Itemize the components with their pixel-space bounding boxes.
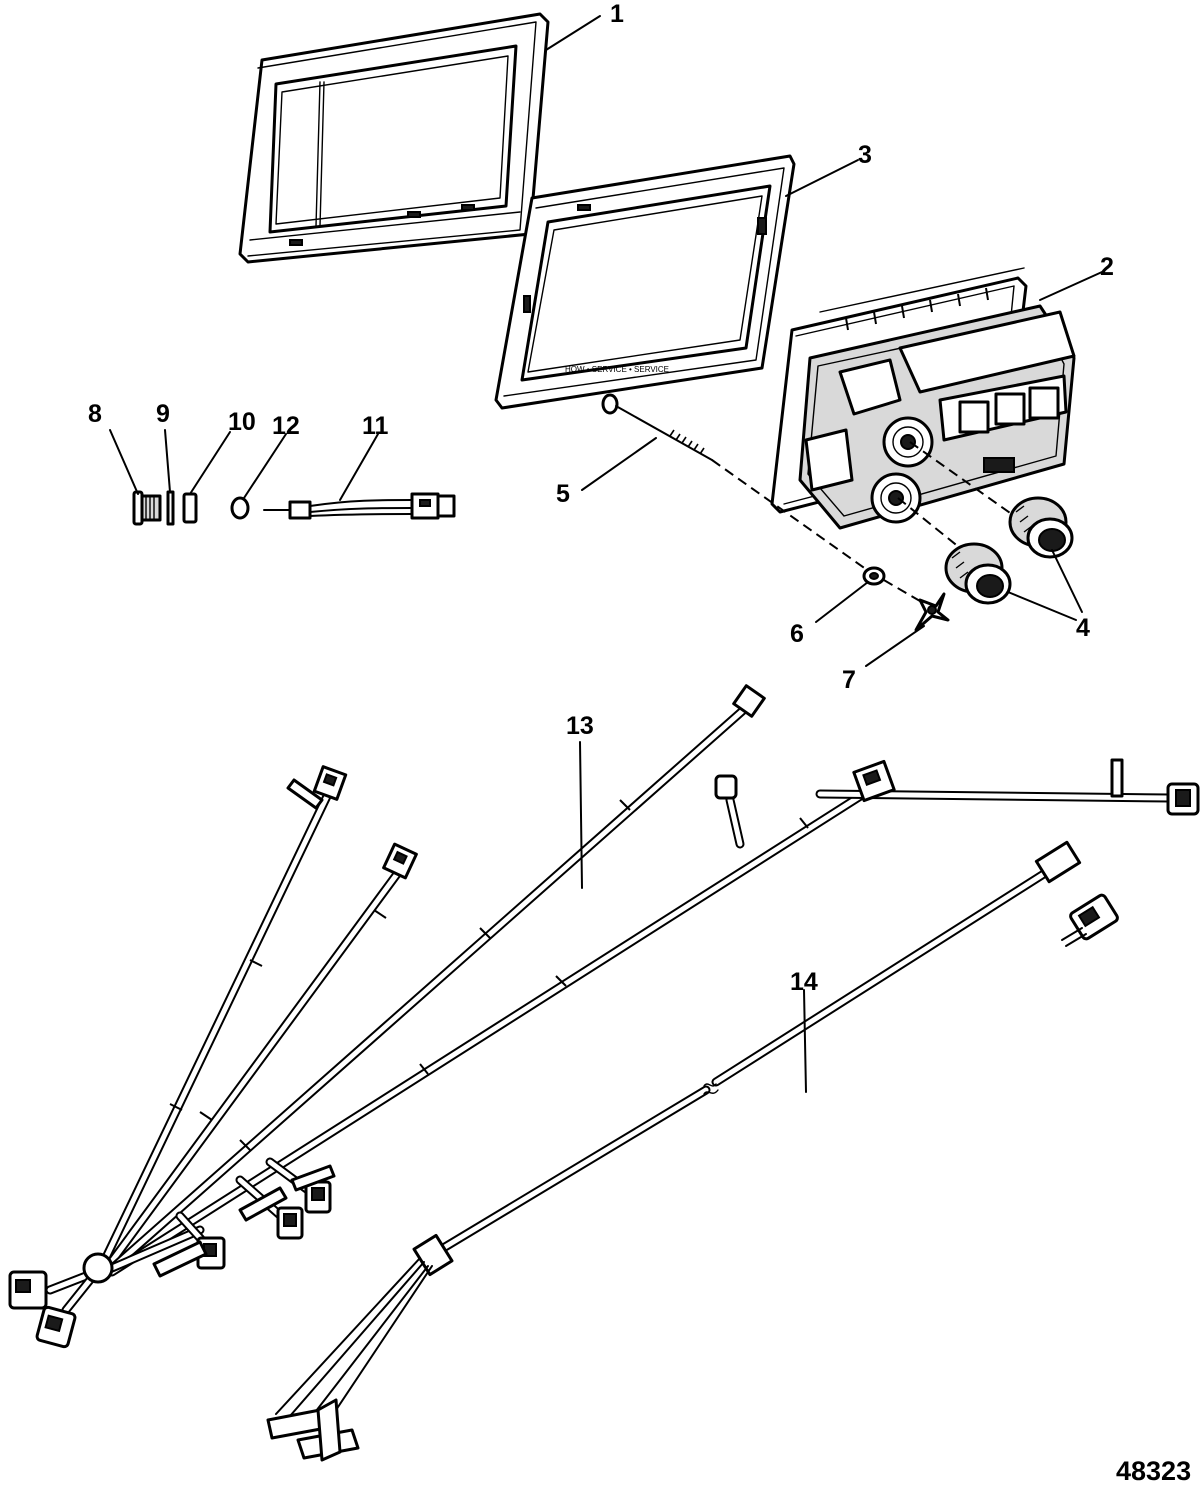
callout-12: 12: [272, 412, 300, 440]
part-10-nut: [182, 492, 198, 524]
callout-13: 13: [566, 712, 594, 740]
leader-lines: [109, 15, 1103, 1093]
callout-4: 4: [1076, 614, 1090, 642]
callout-6: 6: [790, 620, 804, 648]
callout-14: 14: [790, 968, 818, 996]
part-14-secondary-harness: [266, 840, 1119, 1462]
part-1-bezel: [238, 12, 550, 264]
callout-1: 1: [610, 0, 624, 28]
callout-3: 3: [858, 141, 872, 169]
part-9-washer: [166, 490, 175, 526]
callout-10: 10: [228, 408, 256, 436]
callout-5: 5: [556, 480, 570, 508]
part-7-wing-nut: [914, 592, 950, 632]
callout-9: 9: [156, 400, 170, 428]
part-5-stud: [601, 393, 713, 461]
part-11-sensor-lead: [263, 492, 456, 520]
svg-text:HOW • SERVICE • SERVICE: HOW • SERVICE • SERVICE: [565, 365, 669, 374]
drawing-number: 48323: [1116, 1456, 1191, 1486]
callout-11: 11: [362, 412, 389, 440]
part-8-plug: [132, 490, 162, 526]
callout-7: 7: [842, 666, 856, 694]
callout-2: 2: [1100, 253, 1114, 281]
part-2-display-housing: [770, 267, 1076, 530]
callout-8: 8: [88, 400, 102, 428]
callout-labels: 1 2 3 4 5 6 7 8 9 10 12 11 13 14: [88, 0, 1114, 996]
part-6-washer: [862, 566, 886, 586]
part-3-gasket: HOW • SERVICE • SERVICE: [494, 154, 796, 410]
assembly-lines: [711, 441, 1021, 609]
part-4-knobs: [944, 496, 1074, 605]
part-12-o-ring: [230, 496, 250, 520]
part-13-main-harness: [8, 684, 1200, 1349]
